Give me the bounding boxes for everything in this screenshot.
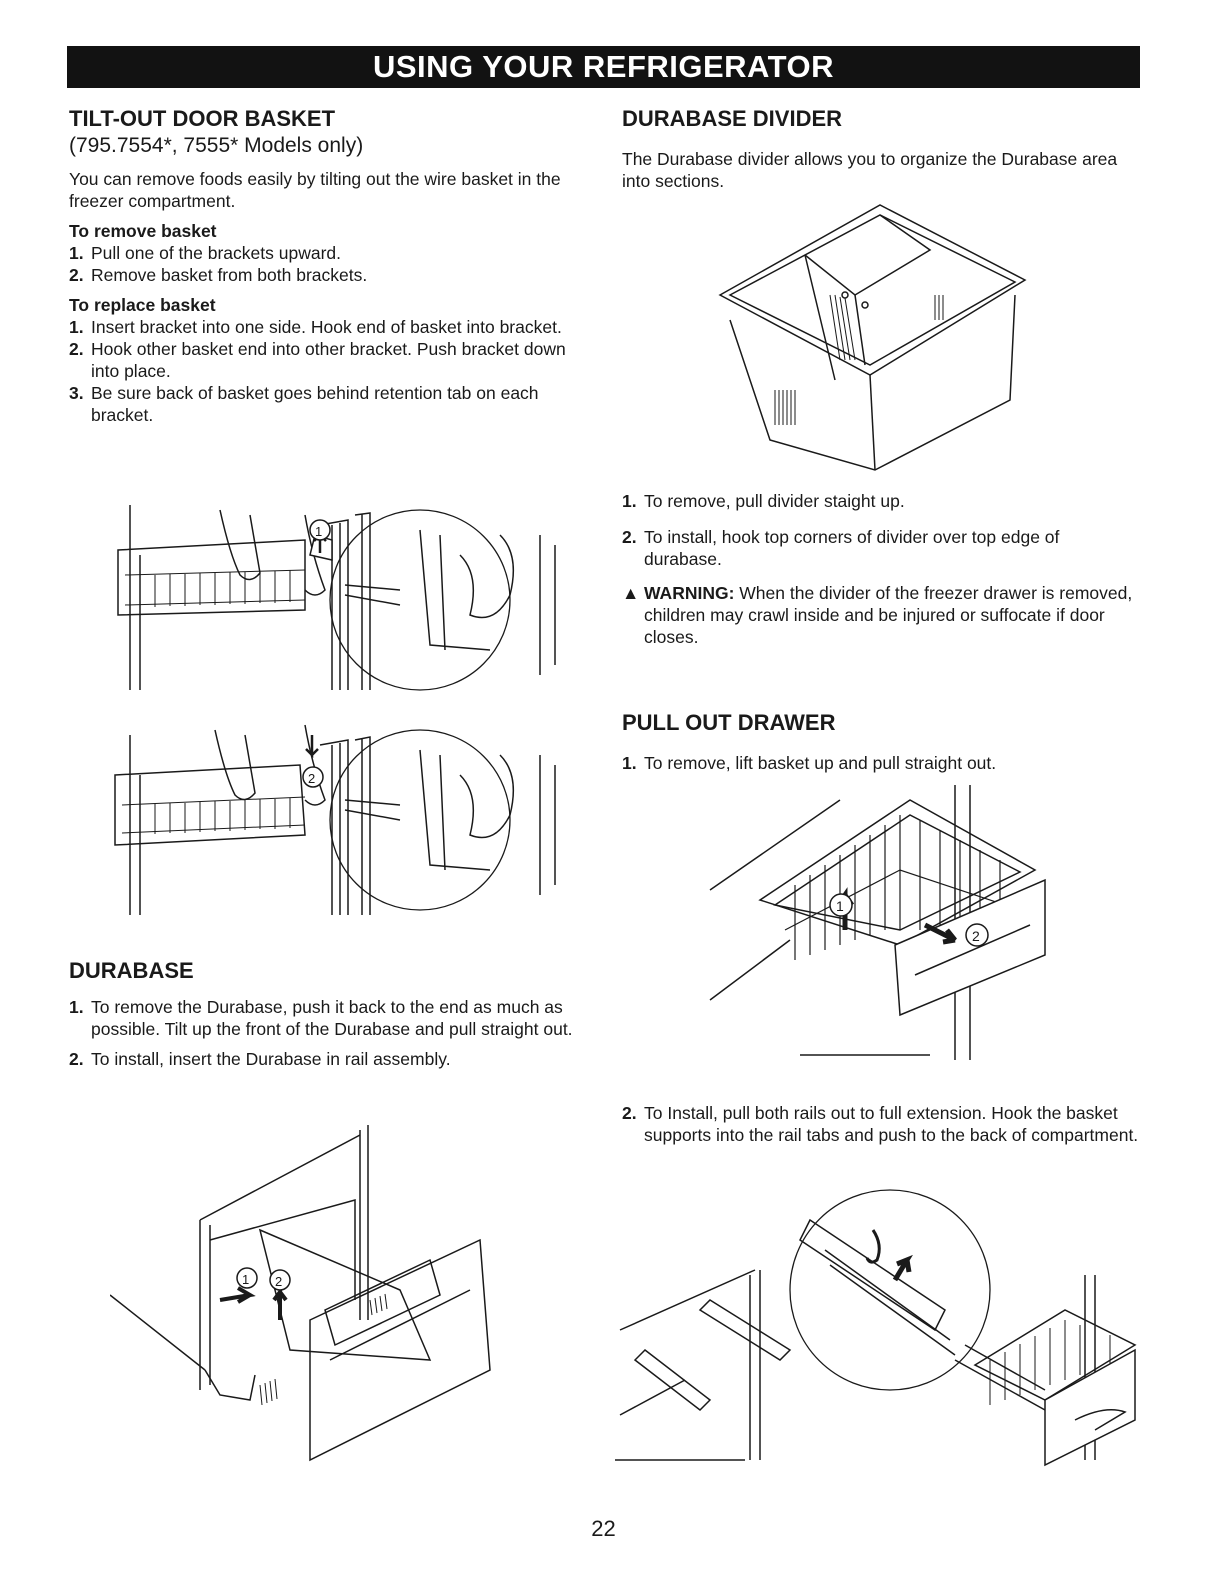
tilt-out-intro: You can remove foods easily by tilting o… bbox=[69, 169, 561, 211]
list-item: 2.To install, insert the Durabase in rai… bbox=[69, 1049, 451, 1069]
divider-title: DURABASE DIVIDER bbox=[622, 106, 843, 131]
remove-basket-label: To remove basket bbox=[69, 221, 217, 241]
list-item: 1.To remove, lift basket up and pull str… bbox=[622, 753, 997, 773]
drawer-step-2: 2.To Install, pull both rails out to ful… bbox=[622, 1102, 1142, 1146]
drawer-step-1: 1.To remove, lift basket up and pull str… bbox=[622, 752, 1142, 774]
tilt-out-remove-illustration: 1 bbox=[117, 505, 556, 691]
remove-steps: 1.Pull one of the brackets upward. 2.Rem… bbox=[69, 242, 589, 286]
list-item: 2.Remove basket from both brackets. bbox=[69, 265, 368, 285]
durabase-section: DURABASE 1.To remove the Durabase, push … bbox=[69, 958, 589, 1070]
warning-label: WARNING: bbox=[644, 583, 735, 603]
divider-steps-block: 1.To remove, pull divider staight up. 2.… bbox=[622, 490, 1142, 648]
section-banner: USING YOUR REFRIGERATOR bbox=[67, 46, 1140, 88]
durabase-callout-two: 2 bbox=[275, 1274, 282, 1289]
warning-note: ▲ WARNING: When the divider of the freez… bbox=[622, 582, 1142, 648]
replace-basket-label: To replace basket bbox=[69, 295, 216, 315]
drawer-callout-two: 2 bbox=[972, 928, 980, 944]
list-item: 1.To remove, pull divider staight up. bbox=[622, 491, 905, 511]
pull-out-drawer-title: PULL OUT DRAWER bbox=[622, 710, 836, 735]
tilt-out-title: TILT-OUT DOOR BASKET bbox=[69, 106, 336, 131]
callout-one-label: 1 bbox=[315, 524, 322, 539]
warning-icon: ▲ bbox=[622, 583, 640, 603]
replace-steps: 1.Insert bracket into one side. Hook end… bbox=[69, 316, 589, 426]
durabase-title: DURABASE bbox=[69, 958, 194, 983]
divider-intro: The Durabase divider allows you to organ… bbox=[622, 149, 1118, 191]
divider-steps: 1.To remove, pull divider staight up. 2.… bbox=[622, 490, 1142, 570]
page-number: 22 bbox=[591, 1516, 616, 1541]
list-item: 2.To install, hook top corners of divide… bbox=[622, 527, 1060, 569]
tilt-out-models: (795.7554*, 7555* Models only) bbox=[69, 134, 364, 157]
tilt-out-replace-illustration: 2 bbox=[114, 724, 556, 915]
durabase-callout-one: 1 bbox=[242, 1272, 249, 1287]
drawer-install-illustration bbox=[615, 1189, 1137, 1467]
left-column: TILT-OUT DOOR BASKET (795.7554*, 7555* M… bbox=[69, 106, 589, 426]
list-item: 1.Pull one of the brackets upward. bbox=[69, 243, 342, 263]
list-item: 1.To remove the Durabase, push it back t… bbox=[69, 997, 573, 1039]
right-column: DURABASE DIVIDER The Durabase divider al… bbox=[622, 106, 1142, 192]
drawer-remove-illustration: 1 2 bbox=[709, 785, 1046, 1060]
durabase-divider-illustration bbox=[718, 204, 1027, 471]
drawer-step-2-block: 2.To Install, pull both rails out to ful… bbox=[622, 1102, 1142, 1146]
durabase-steps: 1.To remove the Durabase, push it back t… bbox=[69, 996, 589, 1070]
list-item: 2.To Install, pull both rails out to ful… bbox=[622, 1103, 1139, 1145]
warning-text: When the divider of the freezer drawer i… bbox=[644, 583, 1133, 647]
durabase-illustration: 1 2 bbox=[110, 1125, 491, 1462]
list-item: 3.Be sure back of basket goes behind ret… bbox=[69, 383, 539, 425]
list-item: 1.Insert bracket into one side. Hook end… bbox=[69, 317, 562, 337]
drawer-callout-one: 1 bbox=[836, 898, 844, 914]
callout-two-label: 2 bbox=[308, 771, 315, 786]
pull-out-drawer-section: PULL OUT DRAWER 1.To remove, lift basket… bbox=[622, 710, 1142, 774]
list-item: 2.Hook other basket end into other brack… bbox=[69, 339, 566, 381]
